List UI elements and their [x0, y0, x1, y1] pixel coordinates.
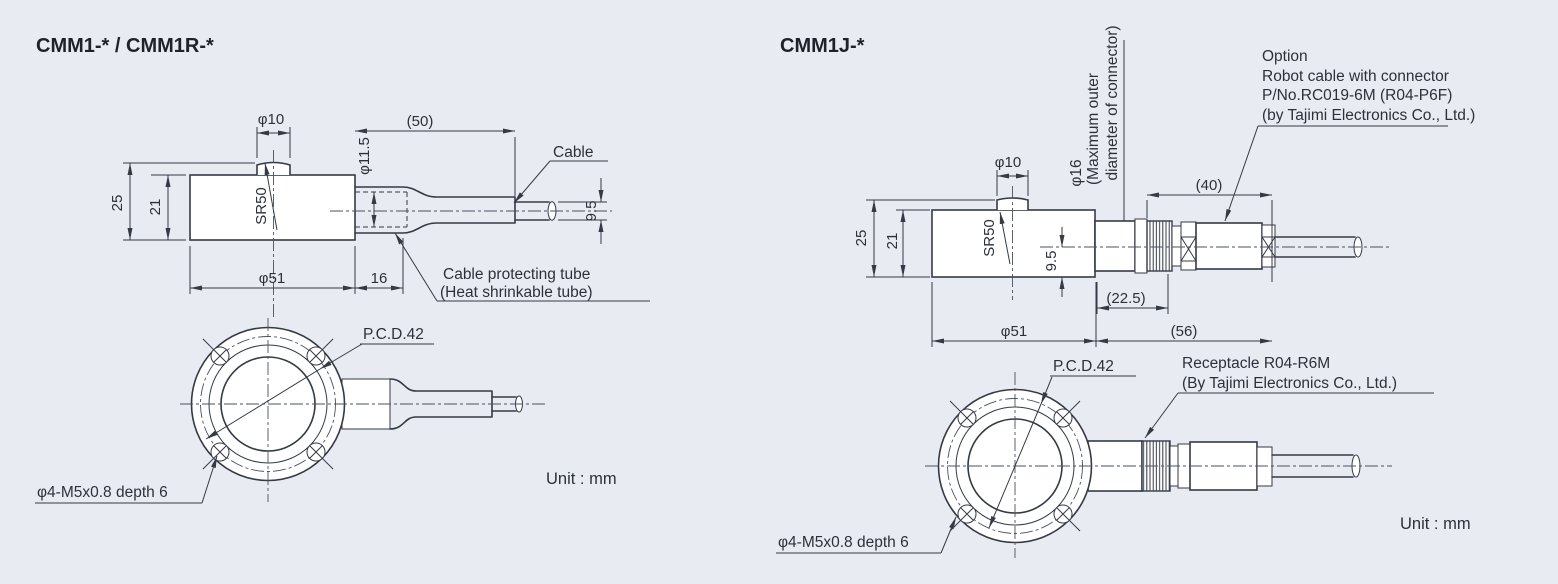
right-title: CMM1J-*	[780, 35, 865, 57]
dim-50-label: (50)	[407, 113, 434, 130]
dim-56-label: (56)	[1171, 323, 1198, 340]
pcd-label: P.C.D.42	[1053, 358, 1114, 375]
option-line1: Option	[1262, 48, 1308, 65]
dim-22-5-label: (22.5)	[1106, 290, 1145, 307]
hidden-tube-lines	[355, 191, 408, 228]
left-diagram: CMM1-* / CMM1R-* SR50 25	[35, 35, 650, 504]
sensor-body-outline	[931, 209, 1096, 278]
note-phi16: φ16	[1068, 159, 1085, 186]
left-unit-label: Unit : mm	[546, 470, 617, 488]
knurled-ring	[1146, 220, 1173, 272]
dim-9-5-label: 9.5	[1043, 251, 1060, 272]
note-line2: diameter of connector)	[1104, 25, 1121, 180]
sr50-label: SR50	[981, 219, 998, 257]
right-diagram: CMM1J-* φ16 (Maximum outer diameter of c…	[776, 25, 1475, 558]
cable-outline	[1271, 454, 1354, 478]
dim-phi10-label: φ10	[995, 154, 1021, 171]
option-line4: (by Tajimi Electronics Co., Ltd.)	[1262, 107, 1475, 124]
bolt-holes	[957, 408, 1073, 524]
right-side-view: SR50	[931, 186, 1392, 300]
left-title: CMM1-* / CMM1R-*	[36, 35, 214, 57]
bolt-spec-label: φ4-M5x0.8 depth 6	[37, 484, 168, 501]
tube-label-line1: Cable protecting tube	[443, 266, 590, 283]
dim-25-label: 25	[109, 195, 126, 212]
seal-ring	[1180, 221, 1197, 271]
cable-label: Cable	[553, 144, 594, 161]
receptacle-line2: (By Tajimi Electronics Co., Ltd.)	[1182, 375, 1397, 392]
dim-phi51-label: φ51	[1001, 323, 1027, 340]
dim-phi10-label: φ10	[258, 111, 284, 128]
dim-25-label: 25	[853, 230, 870, 247]
plug-barrel	[1195, 222, 1263, 270]
receptacle-line1: Receptacle R04-R6M	[1182, 355, 1330, 372]
option-line2: Robot cable with connector	[1262, 68, 1449, 85]
dim-9-5-label: 9.5	[583, 201, 600, 222]
connector-stub	[1094, 220, 1136, 272]
diagonal-ticks	[949, 400, 1081, 532]
sr50-leader	[999, 211, 1011, 265]
right-bottom-view: P.C.D.42 Receptacle R04-R6M (By Tajimi E…	[776, 355, 1434, 558]
sr50-leader	[264, 162, 278, 231]
right-unit-label: Unit : mm	[1400, 515, 1471, 533]
note-line1: (Maximum outer	[1085, 73, 1102, 185]
dim-40-label: (40)	[1196, 177, 1223, 194]
left-side-dimensions: 25 21 φ10 (50) φ11.5 9.5 φ51	[109, 111, 650, 302]
connector-side-view	[1094, 218, 1363, 274]
bolt-spec-label: φ4-M5x0.8 depth 6	[778, 534, 909, 551]
cable-outline	[1274, 236, 1356, 258]
right-side-dimensions: 25 21 φ10 9.5 (40) (22.5) φ51 (56)	[853, 154, 1273, 347]
bottom-view-crosshair	[180, 318, 548, 502]
left-side-view: SR50	[189, 150, 612, 318]
dim-phi11-5-label: φ11.5	[356, 137, 373, 175]
dim-phi51-label: φ51	[259, 270, 285, 287]
connector-note: φ16 (Maximum outer diameter of connector…	[1068, 25, 1127, 270]
tube-label-line2: (Heat shrinkable tube)	[440, 284, 593, 301]
left-bottom-view: P.C.D.42 φ4-M5x0.8 depth 6	[35, 318, 548, 504]
option-line3: P/No.RC019-6M (R04-P6F)	[1262, 87, 1452, 104]
sr50-label: SR50	[253, 187, 270, 225]
option-note: Option Robot cable with connector P/No.R…	[1224, 48, 1475, 222]
dim-16-label: 16	[371, 270, 388, 287]
end-seal-ring	[1261, 224, 1276, 268]
cable-tube-outline	[354, 186, 516, 234]
end-seal-ring	[1256, 446, 1273, 487]
dim-21-label: 21	[884, 233, 901, 250]
diagonal-ticks	[202, 338, 334, 470]
dim-21-label: 21	[147, 199, 164, 216]
pcd-label: P.C.D.42	[363, 326, 424, 343]
